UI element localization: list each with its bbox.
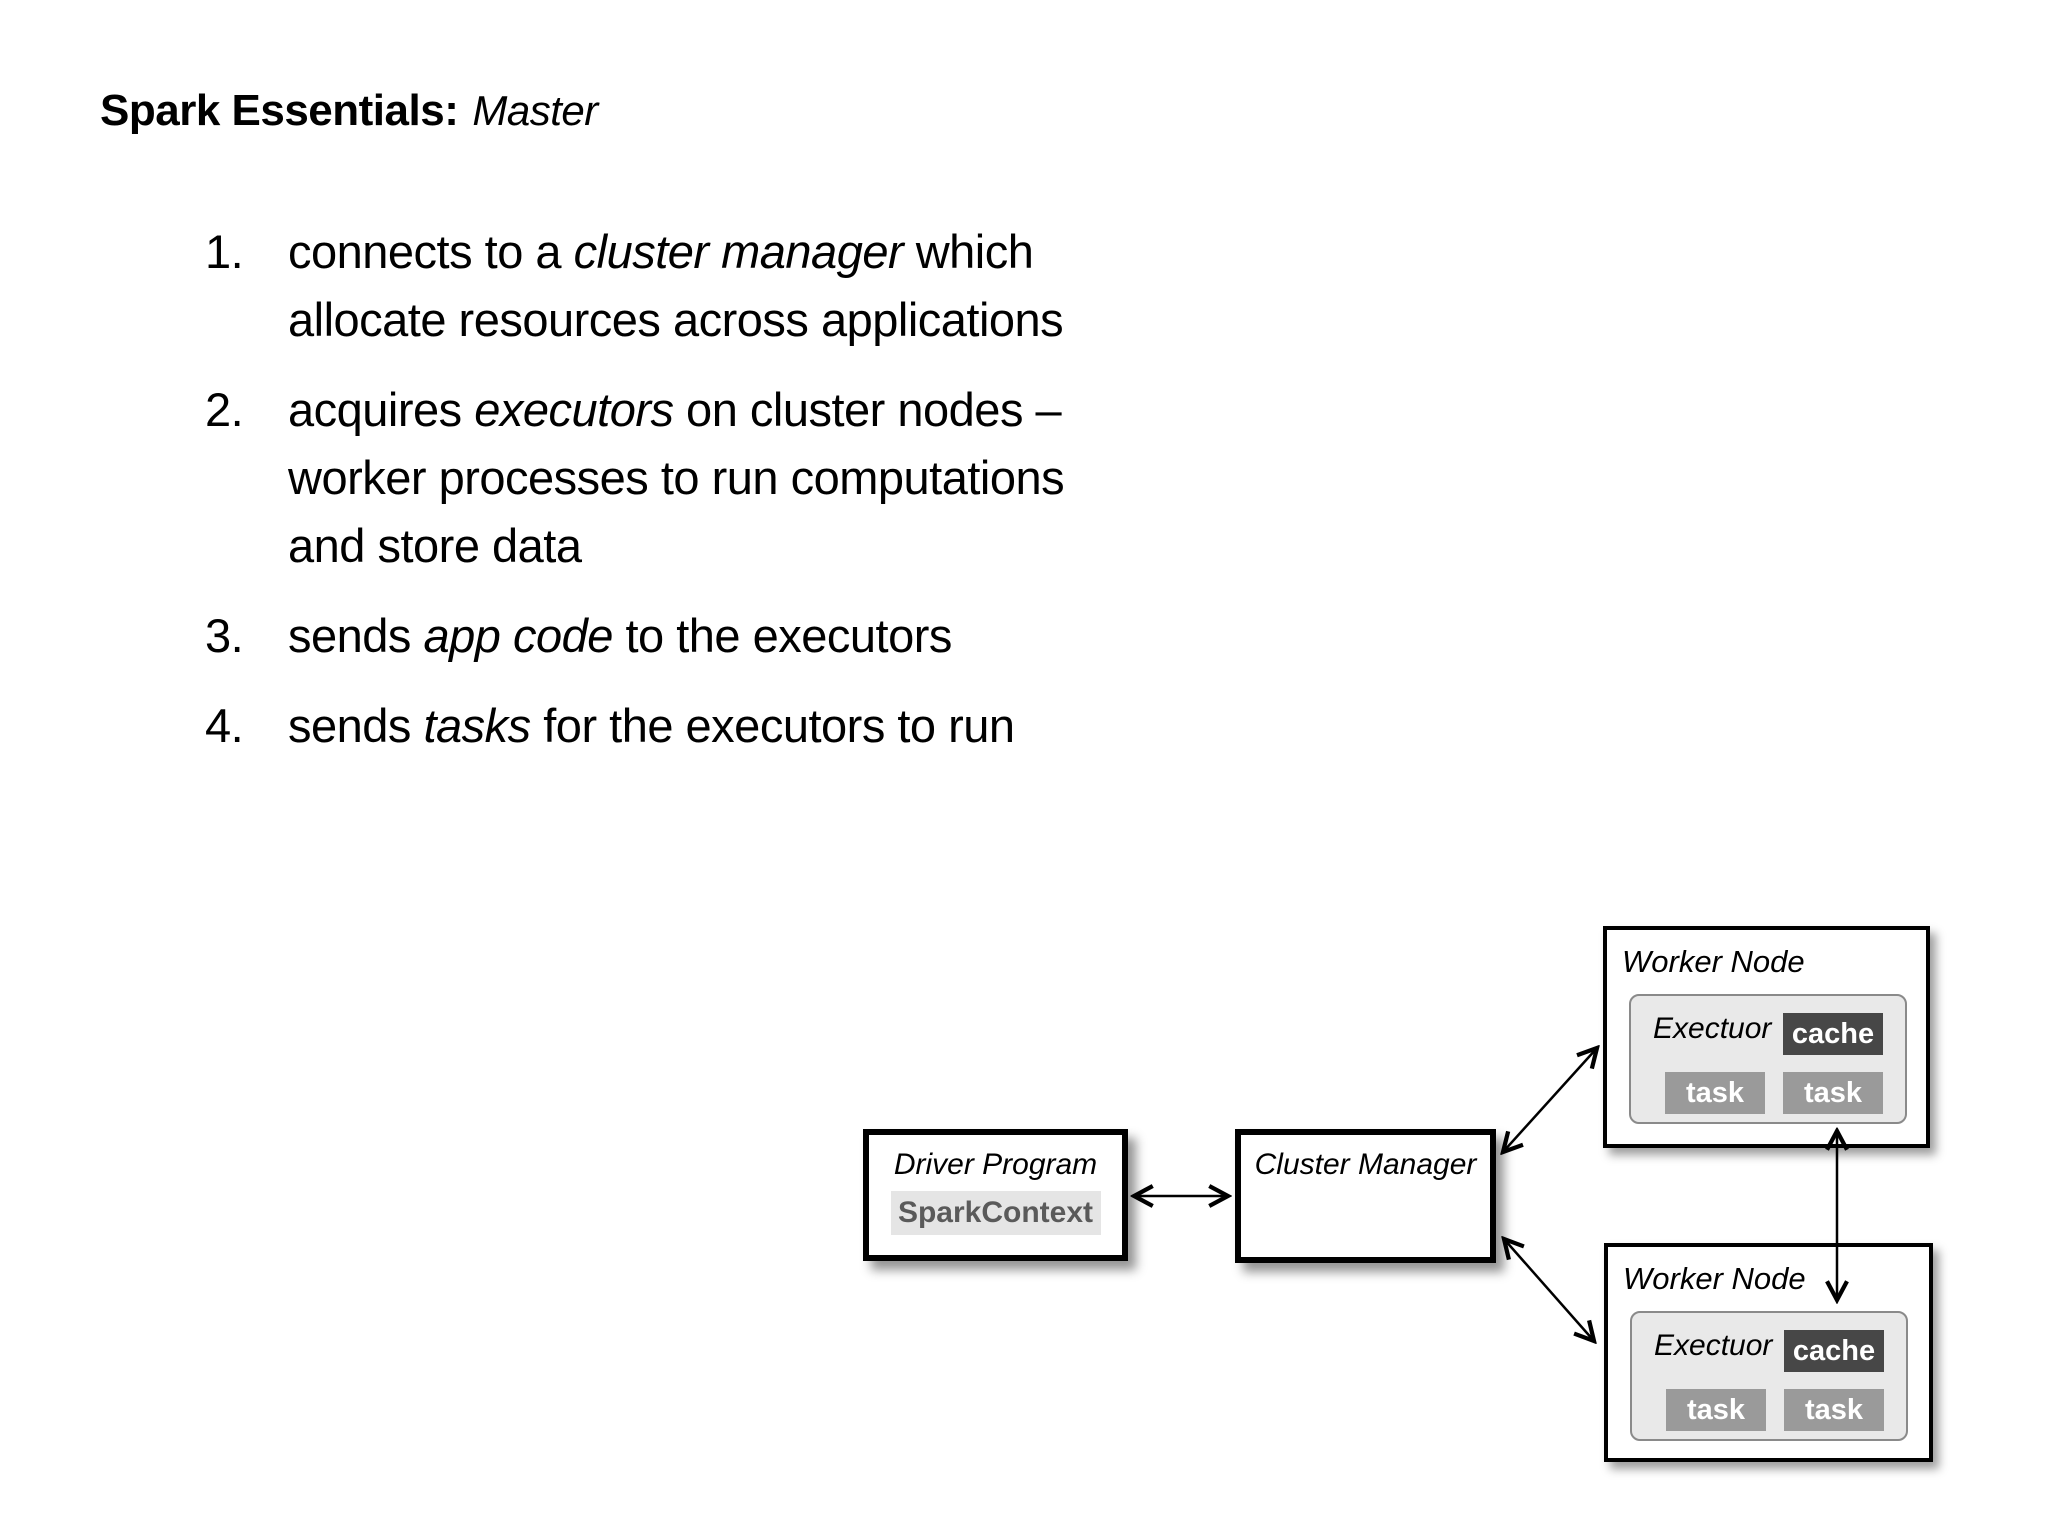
list-item-text: sends tasks for the executors to run [288, 692, 1405, 760]
cluster-manager-title: Cluster Manager [1254, 1148, 1477, 1181]
cluster-manager-box: Cluster Manager [1235, 1129, 1496, 1263]
page-title-emphasis: Master [472, 87, 598, 134]
driver-program-box: Driver Program SparkContext [863, 1129, 1128, 1261]
list-text-segment: sends [288, 699, 424, 752]
arrow-cluster-worker-bottom [1504, 1239, 1594, 1341]
task-chip: task [1665, 1072, 1765, 1114]
worker-node-bottom-box: Worker Node Exectuor cache task task [1604, 1243, 1933, 1462]
arrow-cluster-worker-top [1503, 1048, 1597, 1152]
list-text-segment: to the executors [612, 609, 952, 662]
list-text-segment: worker processes to run computations [288, 451, 1065, 504]
list-line: connects to a cluster manager which [288, 218, 1405, 286]
list-text-segment: acquires [288, 383, 475, 436]
list-line: sends app code to the executors [288, 602, 1405, 670]
worker-node-top-box: Worker Node Exectuor cache task task [1603, 926, 1930, 1148]
worker-node-title: Worker Node [1622, 944, 1805, 979]
list-text-segment: and store data [288, 519, 582, 572]
executor-box: Exectuor cache task task [1629, 994, 1907, 1124]
list-number: 2. [205, 383, 244, 436]
list-text-segment: connects to a [288, 225, 574, 278]
list-item-1: 1. connects to a cluster manager which a… [205, 218, 1405, 354]
executor-box: Exectuor cache task task [1630, 1311, 1908, 1441]
bullet-list: 1. connects to a cluster manager which a… [205, 218, 1405, 782]
executor-label: Exectuor [1653, 1012, 1772, 1045]
list-line: sends tasks for the executors to run [288, 692, 1405, 760]
spark-context-box: SparkContext [890, 1191, 1101, 1235]
list-text-segment: for the executors to run [530, 699, 1015, 752]
list-item-3: 3. sends app code to the executors [205, 602, 1405, 670]
list-item-text: acquires executors on cluster nodes – wo… [288, 376, 1405, 580]
task-chip: task [1783, 1072, 1883, 1114]
list-number: 4. [205, 699, 244, 752]
cache-chip: cache [1784, 1330, 1884, 1372]
list-line: acquires executors on cluster nodes – [288, 376, 1405, 444]
page-title-lead: Spark Essentials: [100, 86, 459, 135]
list-text-segment-italic: executors [474, 383, 674, 436]
list-number: 3. [205, 609, 244, 662]
page-title: Spark Essentials: Master [100, 86, 598, 136]
list-line: and store data [288, 512, 1405, 580]
list-item-text: sends app code to the executors [288, 602, 1405, 670]
task-chip: task [1784, 1389, 1884, 1431]
list-number: 1. [205, 225, 244, 278]
cache-chip: cache [1783, 1013, 1883, 1055]
list-line: worker processes to run computations [288, 444, 1405, 512]
list-text-segment-italic: app code [423, 609, 613, 662]
list-text-segment: on cluster nodes – [673, 383, 1062, 436]
driver-program-title: Driver Program [893, 1148, 1098, 1181]
list-text-segment: allocate resources across applications [288, 293, 1064, 346]
list-item-2: 2. acquires executors on cluster nodes –… [205, 376, 1405, 580]
task-chip: task [1666, 1389, 1766, 1431]
list-item-text: connects to a cluster manager which allo… [288, 218, 1405, 354]
list-text-segment-italic: cluster manager [573, 225, 904, 278]
list-text-segment: which [903, 225, 1034, 278]
list-item-4: 4. sends tasks for the executors to run [205, 692, 1405, 760]
worker-node-title: Worker Node [1623, 1261, 1806, 1296]
list-text-segment: sends [288, 609, 424, 662]
list-text-segment-italic: tasks [423, 699, 531, 752]
list-line: allocate resources across applications [288, 286, 1405, 354]
executor-label: Exectuor [1654, 1329, 1773, 1362]
